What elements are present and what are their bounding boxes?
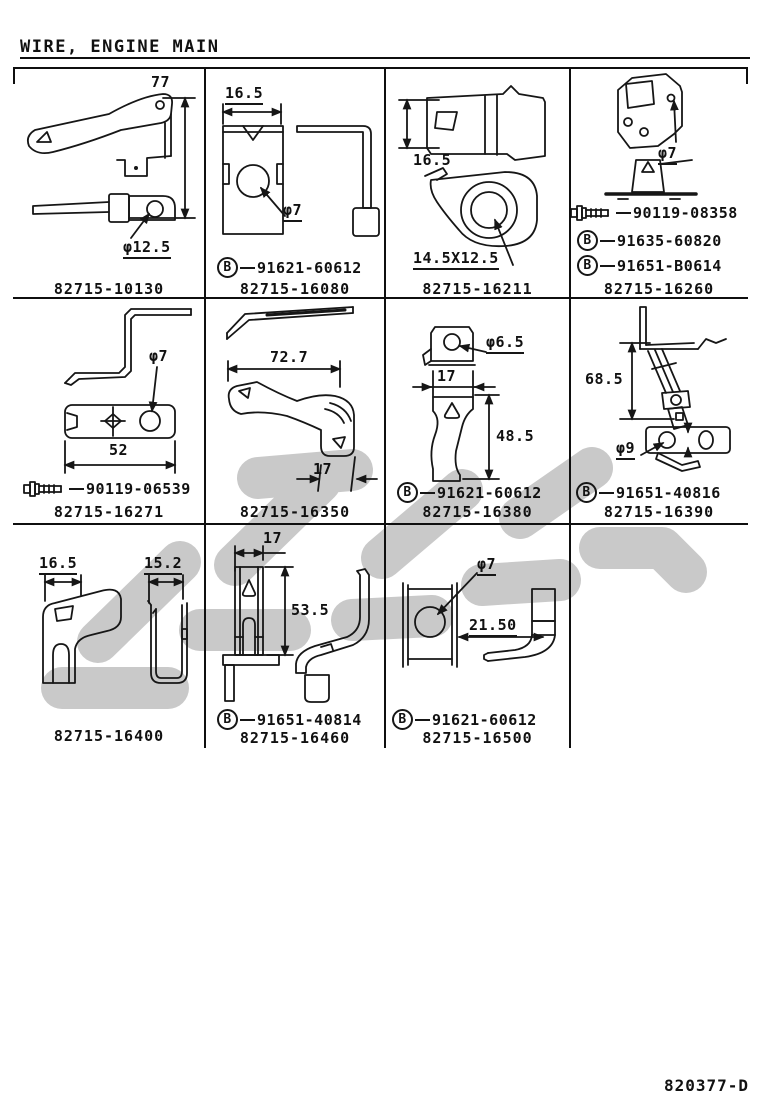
b-circle-icon: B — [577, 255, 598, 276]
dim-label: 72.7 — [270, 348, 309, 366]
part-number: 82715-10130 — [53, 280, 165, 298]
ref-number: 91651-40816 — [616, 483, 721, 502]
part-number: 82715-16380 — [422, 503, 533, 521]
dim-label: 17 — [263, 529, 283, 547]
b-circle-icon: B — [392, 709, 413, 730]
part-cell: φ7 52 90119-06539 82715-16271 — [13, 299, 205, 525]
ref-row: B 91651-40816 — [576, 482, 721, 503]
dim-label: 77 — [151, 73, 171, 91]
part-number: 82715-16080 — [239, 280, 351, 298]
part-number: 82715-16460 — [239, 729, 351, 747]
dim-label: φ7 — [283, 201, 303, 222]
ref-number: 91621-60612 — [437, 483, 542, 502]
part-cell: 16.5 15.2 82715-16400 — [13, 525, 205, 748]
dim-label: φ7 — [477, 555, 497, 576]
part-number: 82715-16400 — [53, 727, 165, 745]
ref-number: 91651-B0614 — [617, 256, 722, 275]
part-cell: 16.5 14.5X12.5 82715-16211 — [385, 68, 570, 299]
page-title: WIRE, ENGINE MAIN — [20, 37, 220, 57]
part-number: 82715-16260 — [603, 280, 715, 298]
ref-row: B 91635-60820 — [577, 230, 722, 251]
dim-label: 17 — [313, 460, 333, 478]
ref-row: B 91651-B0614 — [577, 255, 722, 276]
part-cell: 72.7 17 82715-16350 — [205, 299, 385, 525]
part-number: 82715-16390 — [603, 503, 715, 521]
part-drawing — [604, 73, 698, 200]
part-cell: 17 53.5 B 91651-40814 82715-16460 — [205, 525, 385, 748]
ref-row: B 91621-60612 — [397, 482, 542, 503]
ref-row: B 91621-60612 — [392, 709, 537, 730]
ref-number: 90119-08358 — [633, 204, 738, 222]
part-drawing — [226, 306, 378, 492]
part-number: 82715-16271 — [53, 503, 165, 521]
ref-leader-line — [69, 488, 84, 490]
ref-row: B 91621-60612 — [217, 257, 362, 278]
dim-label: 17 — [437, 367, 457, 385]
dim-label: φ9 — [616, 439, 636, 460]
ref-leader-line — [420, 491, 435, 494]
part-drawing — [398, 85, 546, 266]
b-circle-icon: B — [577, 230, 598, 251]
ref-number: 91621-60612 — [257, 258, 362, 277]
part-cell: 68.5 φ9 B 91651-40816 82715-16390 — [570, 299, 748, 525]
ref-leader-line — [415, 718, 430, 721]
part-number: 82715-16211 — [422, 280, 533, 298]
dim-label: 16.5 — [225, 84, 264, 105]
dim-label: φ7 — [658, 144, 678, 165]
ref-row: 90119-08358 — [570, 204, 738, 222]
part-drawing — [222, 545, 370, 703]
ref-leader-line — [600, 264, 615, 267]
dim-label: 68.5 — [585, 370, 624, 388]
dim-label: 16.5 — [413, 151, 452, 169]
b-circle-icon: B — [576, 482, 597, 503]
dim-label: 14.5X12.5 — [413, 249, 499, 270]
dim-label: φ12.5 — [123, 238, 171, 259]
ref-number: 90119-06539 — [86, 480, 191, 498]
ref-leader-line — [616, 212, 631, 214]
ref-number: 91651-40814 — [257, 710, 362, 729]
part-drawing — [221, 103, 380, 237]
b-circle-icon: B — [397, 482, 418, 503]
ref-number: 91621-60612 — [432, 710, 537, 729]
dim-label: 53.5 — [291, 601, 330, 619]
part-drawing — [402, 572, 556, 668]
part-cell: 16.5 φ7 B 91621-60612 82715-16080 — [205, 68, 385, 299]
ref-row: 90119-06539 — [23, 480, 191, 498]
part-drawing — [412, 326, 500, 482]
bolt-icon — [23, 481, 62, 497]
dim-label: 48.5 — [496, 427, 535, 445]
dim-label: φ6.5 — [486, 333, 525, 354]
part-number: 82715-16500 — [422, 729, 533, 747]
dim-label: 15.2 — [144, 554, 183, 575]
part-drawing — [26, 93, 196, 239]
part-cell-empty — [570, 525, 748, 748]
part-cell: φ6.5 17 48.5 B 91621-60612 82715-16380 — [385, 299, 570, 525]
part-number: 82715-16350 — [239, 503, 351, 521]
ref-row: B 91651-40814 — [217, 709, 362, 730]
part-drawing — [63, 308, 192, 474]
ref-leader-line — [599, 491, 614, 494]
part-cell: φ7 90119-08358 B 91635-60820 B 91651-B0614… — [570, 68, 748, 299]
ref-number: 91635-60820 — [617, 231, 722, 250]
part-cell: 77 φ12.5 82715-10130 — [13, 68, 205, 299]
ref-leader-line — [240, 718, 255, 721]
ref-leader-line — [600, 239, 615, 242]
part-cell: φ7 21.50 B 91621-60612 82715-16500 — [385, 525, 570, 748]
ref-leader-line — [240, 266, 255, 269]
dim-label: 52 — [109, 441, 129, 459]
b-circle-icon: B — [217, 257, 238, 278]
doc-number: 820377-D — [664, 1076, 750, 1095]
bolt-icon — [570, 205, 609, 221]
part-drawing — [619, 306, 731, 472]
dim-label: 21.50 — [469, 616, 517, 637]
part-drawing — [42, 574, 188, 684]
dim-label: 16.5 — [39, 554, 78, 575]
b-circle-icon: B — [217, 709, 238, 730]
dim-label: φ7 — [149, 347, 169, 365]
